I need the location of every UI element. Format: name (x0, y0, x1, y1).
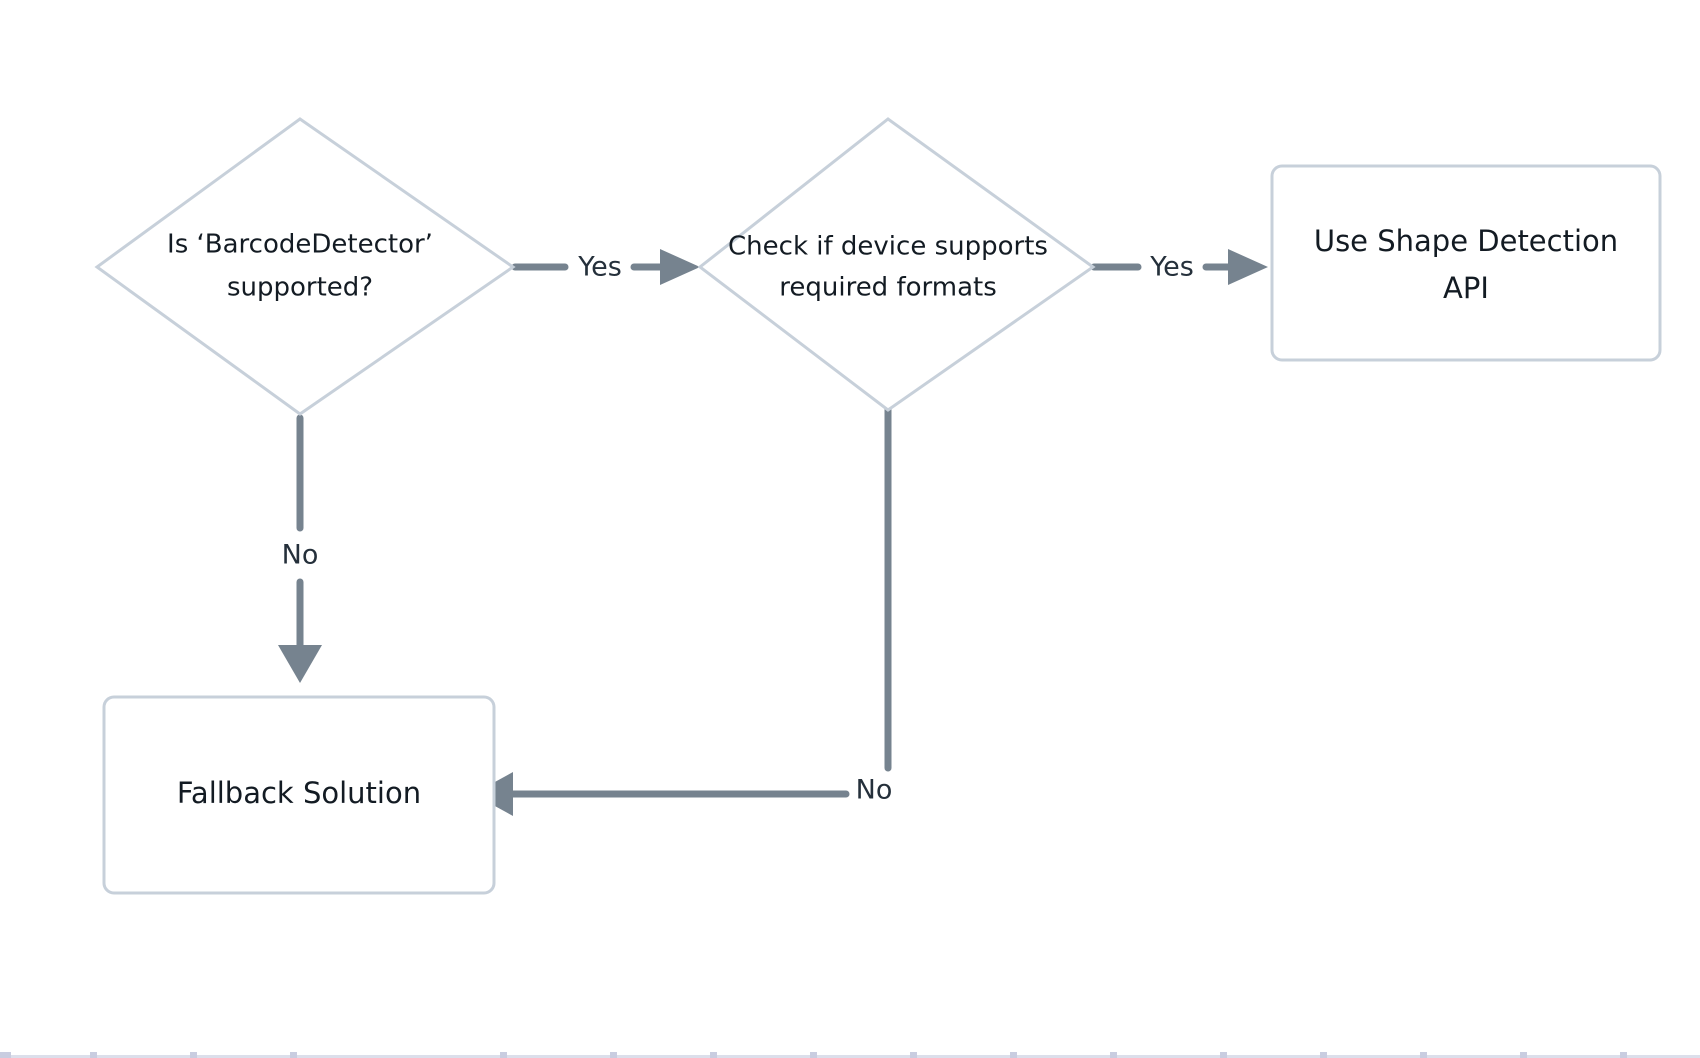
footer-tick (1110, 1052, 1117, 1058)
edge-label-formats-no: No (856, 775, 893, 806)
node-decision-barcode-detector-line-1: Is ‘BarcodeDetector’ (167, 230, 433, 260)
footer-tick (810, 1052, 817, 1058)
node-decision-device-formats-line-1: Check if device supports (728, 232, 1048, 262)
node-use-shape-detection-api-box[interactable] (1270, 164, 1662, 362)
footer-tick (610, 1052, 617, 1058)
footer-tick (1320, 1052, 1327, 1058)
footer-tick (190, 1052, 197, 1058)
footer-tick (1520, 1052, 1527, 1058)
node-decision-barcode-detector-line-2: supported? (227, 273, 373, 303)
edge-barcode-no-arrowhead (278, 645, 322, 683)
node-decision-device-formats[interactable]: Check if device supports required format… (697, 117, 1096, 412)
edge-formats-yes-arrowhead (1228, 249, 1268, 285)
edge-barcode-yes: Yes (511, 249, 700, 285)
node-use-shape-detection-api-line-2: API (1443, 271, 1489, 305)
footer-tick (710, 1052, 717, 1058)
edge-formats-yes: Yes (1090, 249, 1268, 285)
edge-barcode-yes-arrowhead (660, 249, 700, 285)
node-decision-device-formats-diamond[interactable] (697, 117, 1096, 412)
node-fallback-solution[interactable]: Fallback Solution (102, 695, 496, 895)
edge-barcode-no: No (278, 414, 322, 683)
node-use-shape-detection-api-line-1: Use Shape Detection (1314, 224, 1618, 258)
edge-label-barcode-no: No (282, 540, 319, 571)
footer-tick (1620, 1052, 1627, 1058)
node-fallback-solution-box[interactable] (102, 695, 496, 895)
footer-tick (90, 1052, 97, 1058)
footer-tick (1420, 1052, 1427, 1058)
footer-tick (4, 1052, 11, 1058)
footer-tick (500, 1052, 507, 1058)
node-decision-device-formats-line-2: required formats (779, 273, 997, 303)
footer-rule (0, 1055, 1700, 1058)
edge-label-barcode-yes: Yes (577, 252, 622, 283)
node-decision-barcode-detector-diamond[interactable] (94, 117, 516, 416)
node-decision-barcode-detector[interactable]: Is ‘BarcodeDetector’ supported? (94, 117, 516, 416)
footer-tick (0, 1052, 7, 1058)
footer-tick (290, 1052, 297, 1058)
footer-tick (910, 1052, 917, 1058)
footer-tick (1010, 1052, 1017, 1058)
footer-tick (1220, 1052, 1227, 1058)
edge-formats-no: No (473, 404, 893, 816)
node-use-shape-detection-api[interactable]: Use Shape Detection API (1270, 164, 1662, 362)
node-fallback-solution-line-1: Fallback Solution (177, 776, 421, 810)
edge-label-formats-yes: Yes (1149, 252, 1194, 283)
